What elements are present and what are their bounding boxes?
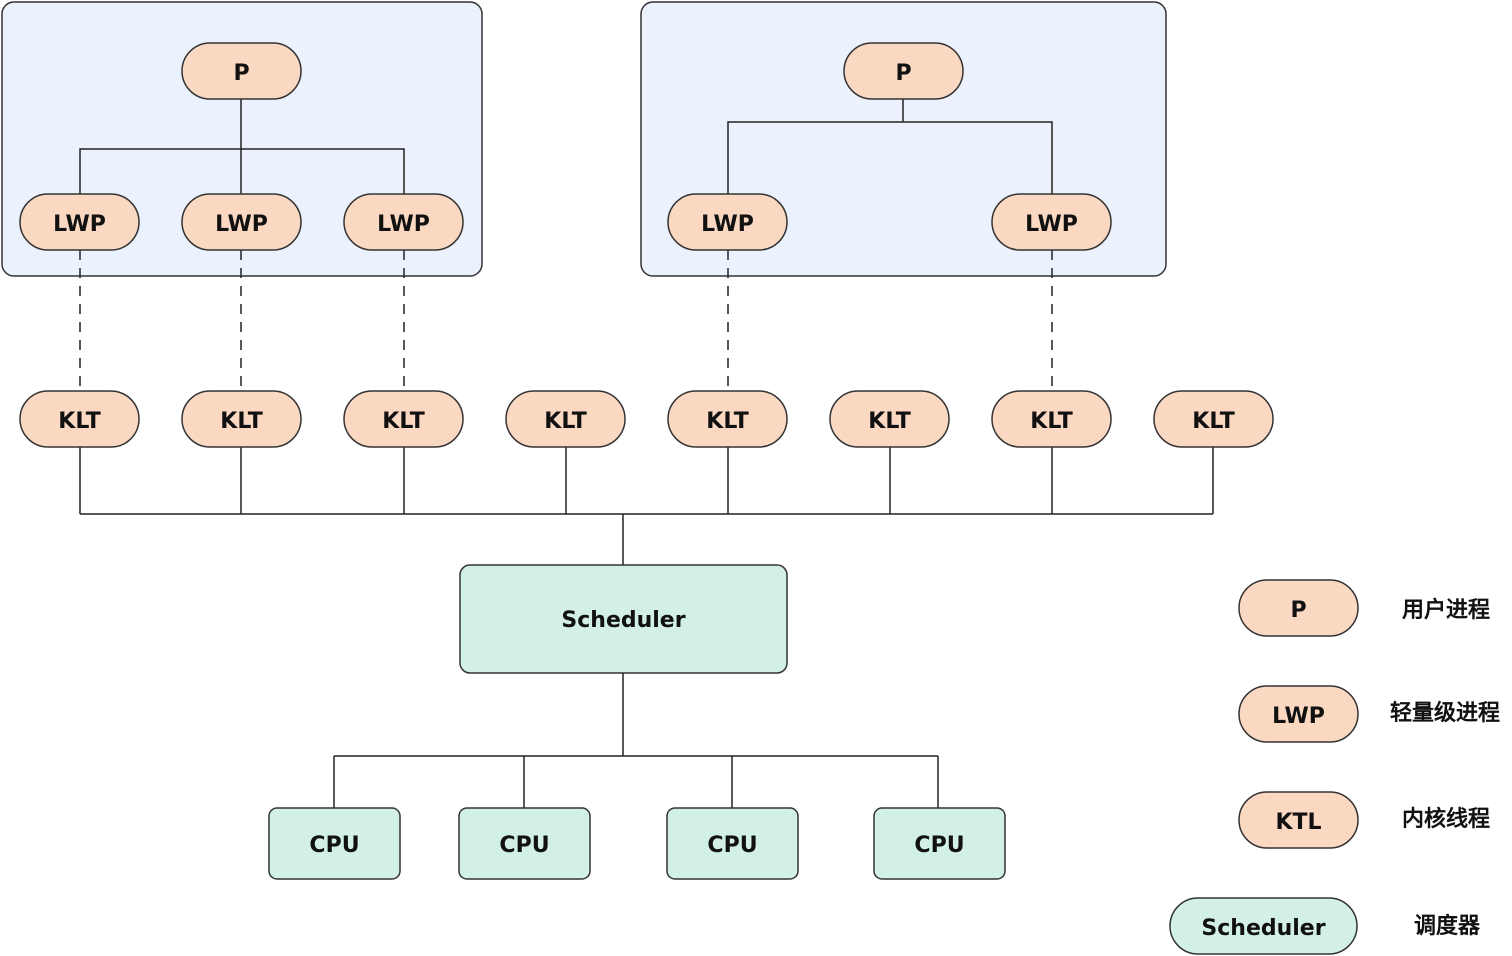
legend-item-p: P 用户进程: [1238, 579, 1490, 637]
klt-node-7-label: KLT: [1030, 409, 1072, 434]
klt-node-2: KLT: [181, 390, 302, 448]
lwp-node-2: LWP: [181, 193, 302, 251]
legend-key-ktl: KTL: [1275, 810, 1321, 835]
klt-node-3-label: KLT: [382, 409, 424, 434]
legend-desc-ktl: 内核线程: [1402, 806, 1490, 832]
klt-node-8-label: KLT: [1192, 409, 1234, 434]
cpu-node-1: CPU: [268, 807, 401, 880]
lwp-node-3-label: LWP: [377, 212, 430, 237]
klt-node-3: KLT: [343, 390, 464, 448]
lwp-node-1-label: LWP: [53, 212, 106, 237]
klt-node-7: KLT: [991, 390, 1112, 448]
lwp-node-1: LWP: [19, 193, 140, 251]
legend: P 用户进程 LWP 轻量级进程 KTL 内核线程 Scheduler 调度器: [1169, 579, 1500, 955]
klt-node-4: KLT: [505, 390, 626, 448]
p-node-2: P: [843, 42, 964, 100]
cpu-node-4-label: CPU: [914, 833, 964, 858]
klt-node-1: KLT: [19, 390, 140, 448]
cpu-node-1-label: CPU: [309, 833, 359, 858]
legend-key-lwp: LWP: [1272, 704, 1325, 729]
legend-key-p-box: [1238, 579, 1359, 637]
p-node-1: P: [181, 42, 302, 100]
legend-item-ktl: KTL 内核线程: [1238, 791, 1490, 849]
klt-node-5-label: KLT: [706, 409, 748, 434]
klt-scheduler-bus: [79, 447, 1214, 565]
klt-node-5: KLT: [667, 390, 788, 448]
lwp-node-3: LWP: [343, 193, 464, 251]
lwp-node-2-label: LWP: [215, 212, 268, 237]
p-node-1-label: P: [233, 61, 249, 86]
lwp-klt-mappings: [79, 250, 1053, 391]
scheduler-node: Scheduler: [459, 564, 788, 674]
klt-node-2-label: KLT: [220, 409, 262, 434]
klt-node-1-label: KLT: [58, 409, 100, 434]
legend-key-scheduler-box: [1169, 897, 1358, 955]
legend-key-lwp-box: [1238, 685, 1359, 743]
legend-desc-scheduler: 调度器: [1414, 913, 1481, 939]
legend-key-scheduler: Scheduler: [1201, 916, 1325, 941]
scheduler-cpu-bus: [333, 673, 939, 808]
legend-desc-lwp: 轻量级进程: [1390, 700, 1500, 726]
cpu-node-2-label: CPU: [499, 833, 549, 858]
legend-item-scheduler: Scheduler 调度器: [1169, 897, 1481, 955]
lwp-node-5-label: LWP: [1025, 212, 1078, 237]
klt-node-6: KLT: [829, 390, 950, 448]
cpu-node-3-label: CPU: [707, 833, 757, 858]
klt-node-8: KLT: [1153, 390, 1274, 448]
p-node-2-label: P: [895, 61, 911, 86]
cpu-node-2: CPU: [458, 807, 591, 880]
cpu-node-4: CPU: [873, 807, 1006, 880]
klt-node-4-label: KLT: [544, 409, 586, 434]
lwp-node-5: LWP: [991, 193, 1112, 251]
legend-desc-p: 用户进程: [1402, 597, 1490, 623]
legend-key-ktl-box: [1238, 791, 1359, 849]
scheduler-node-label: Scheduler: [561, 608, 685, 633]
cpu-node-3: CPU: [666, 807, 799, 880]
group2-connectors: [727, 99, 1053, 194]
lwp-node-4: LWP: [667, 193, 788, 251]
lwp-node-4-label: LWP: [701, 212, 754, 237]
legend-item-lwp: LWP 轻量级进程: [1238, 685, 1500, 743]
legend-key-p: P: [1290, 598, 1306, 623]
klt-node-6-label: KLT: [868, 409, 910, 434]
group1-connectors: [79, 99, 405, 194]
